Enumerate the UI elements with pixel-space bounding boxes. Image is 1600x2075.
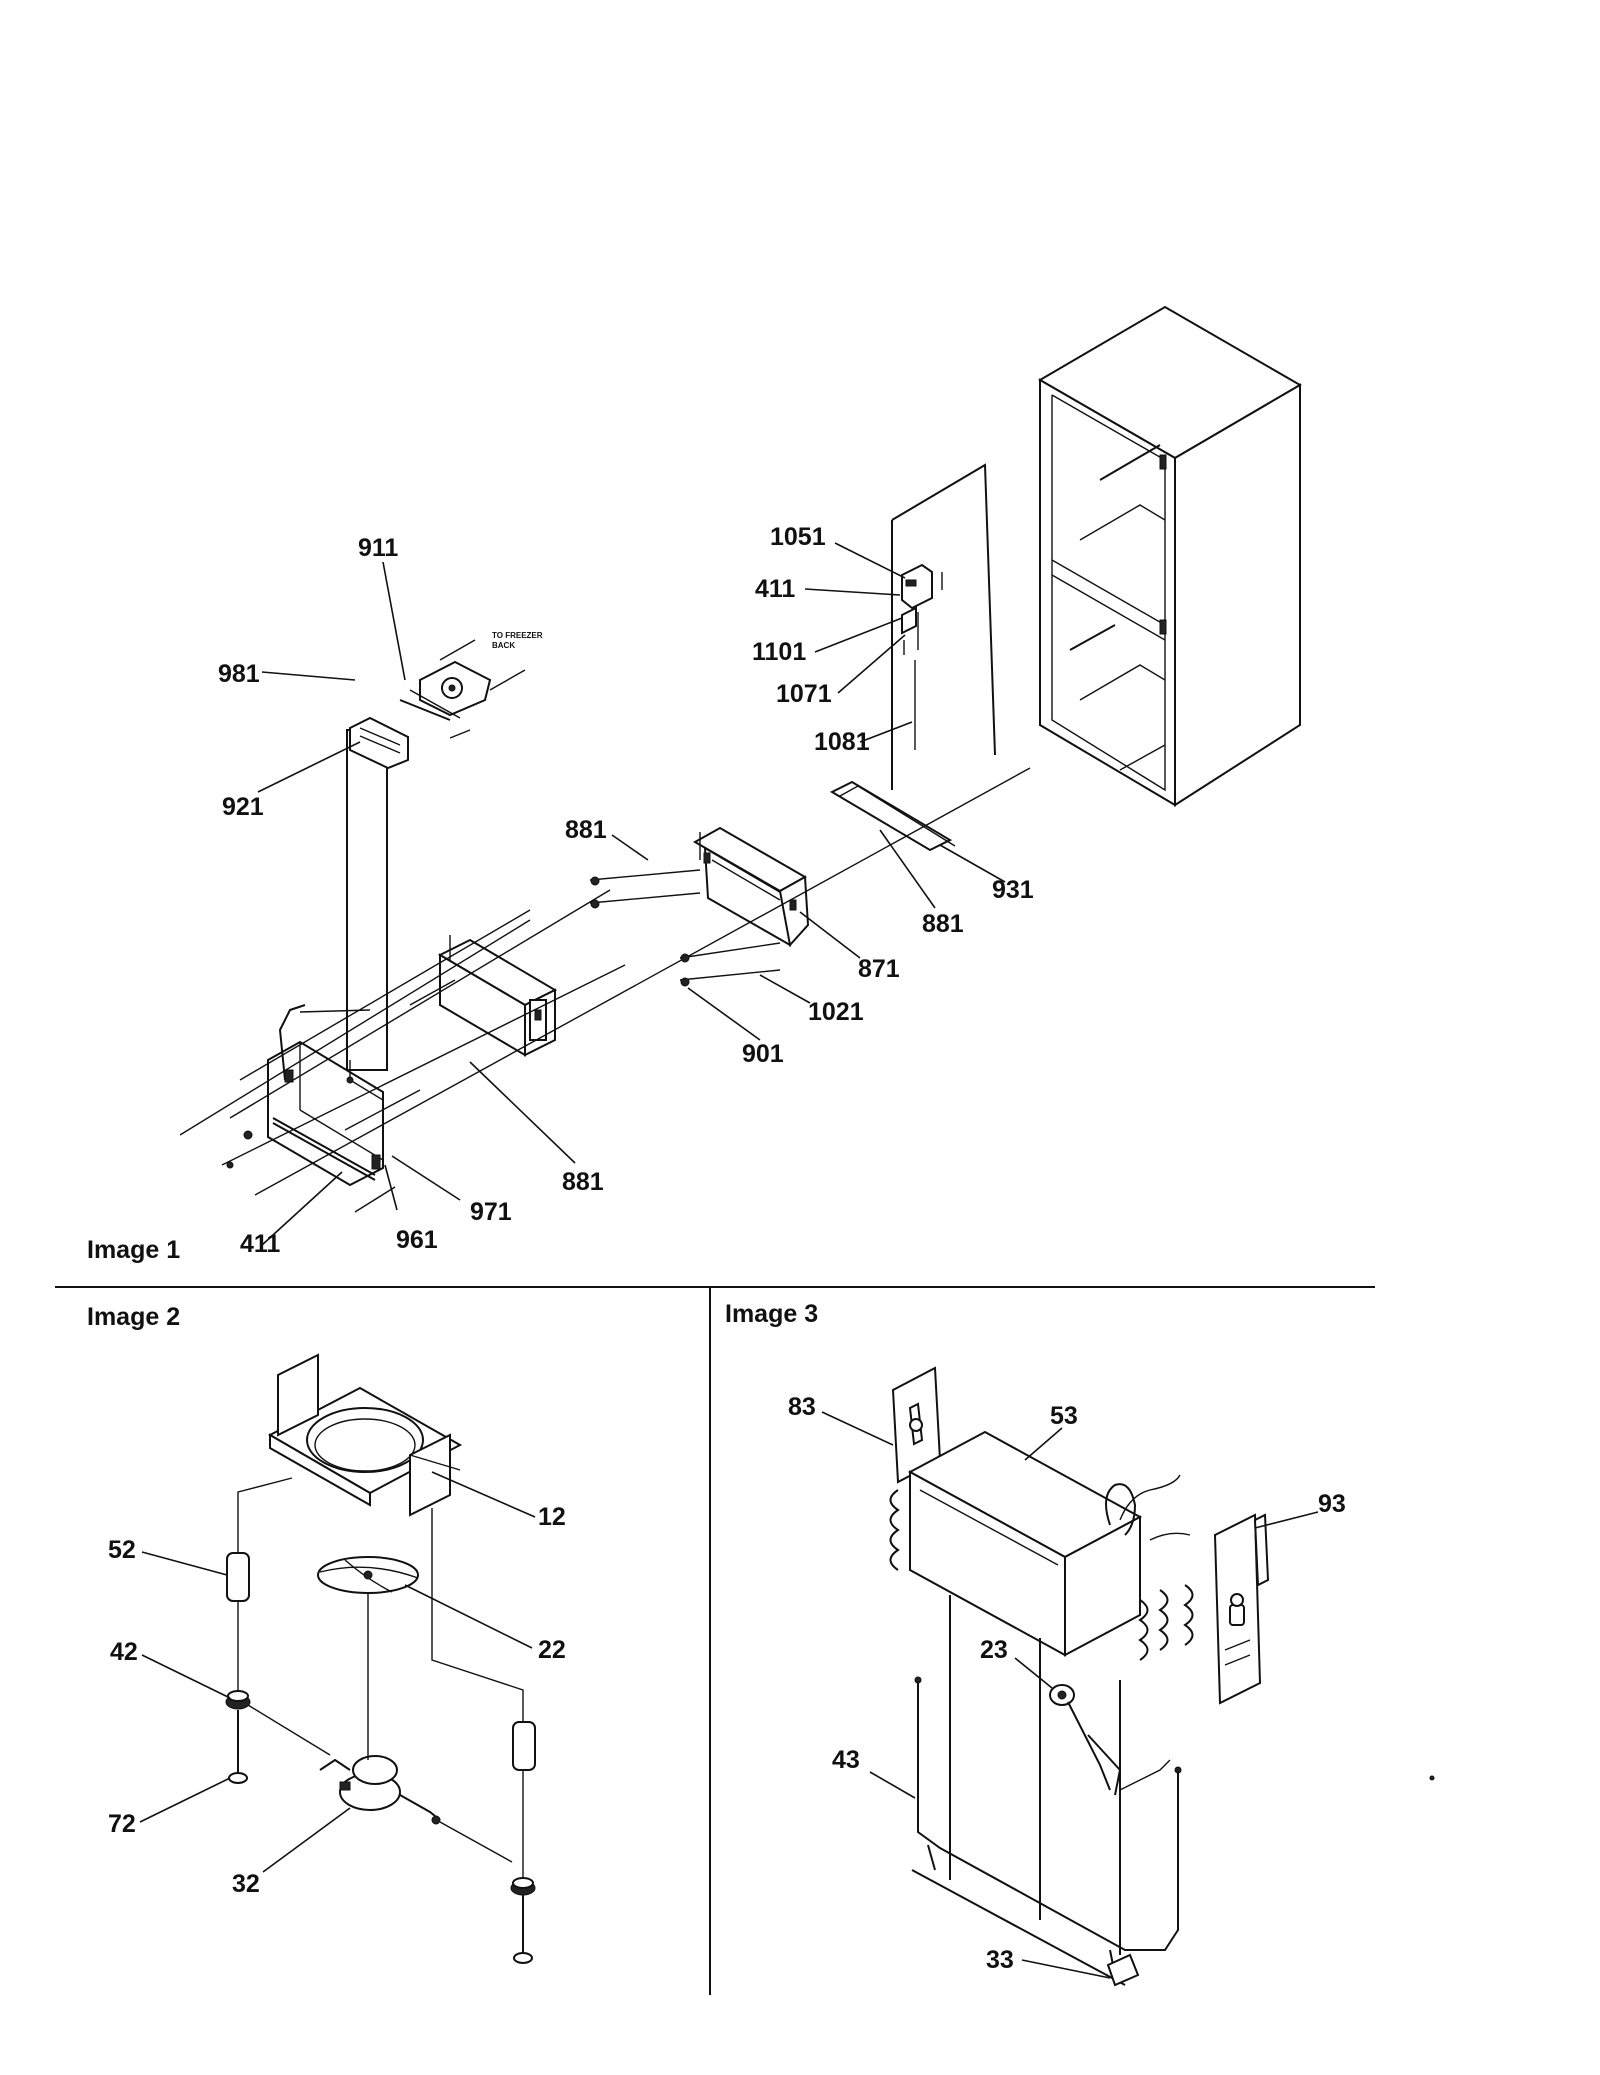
label-931: 931 — [992, 876, 1034, 904]
right-evaporator-bracket — [1213, 1513, 1270, 1705]
image2-assembly-lines — [237, 1477, 524, 1878]
label-411-top: 411 — [755, 575, 795, 603]
image1-leader-lines — [257, 542, 1006, 1246]
image2-drawing: Image 2 — [87, 1303, 566, 1964]
label-32: 32 — [232, 1870, 260, 1898]
freezer-back-note: TO FREEZER BACK — [492, 631, 543, 650]
label-33: 33 — [986, 1946, 1014, 1974]
evaporator-coil — [889, 1430, 1194, 1661]
image2-labels: 12 52 22 42 72 32 — [108, 1503, 566, 1898]
label-1051: 1051 — [770, 523, 826, 551]
label-981: 981 — [218, 660, 260, 688]
label-1081: 1081 — [814, 728, 870, 756]
image3-drawing: Image 3 — [725, 1300, 1346, 1987]
label-1101: 1101 — [752, 638, 806, 666]
defrost-heater-plate — [911, 1595, 1126, 1986]
back-panel-sheet — [891, 463, 996, 790]
panel-dividers — [55, 1286, 1375, 1995]
image1-title: Image 1 — [87, 1236, 180, 1264]
label-881-c: 881 — [562, 1168, 604, 1196]
label-43: 43 — [832, 1746, 860, 1774]
label-12: 12 — [538, 1503, 566, 1531]
label-52: 52 — [108, 1536, 136, 1564]
scan-marks — [1429, 1775, 1435, 1781]
thermostat-bracket-assembly — [901, 563, 943, 750]
image2-title: Image 2 — [87, 1303, 180, 1331]
refrigerator-cabinet — [1038, 305, 1302, 807]
image1-drawing: TO FREEZER BACK 1051 — [87, 305, 1302, 1264]
label-881-a: 881 — [565, 816, 607, 844]
fan-motor — [319, 1593, 441, 1825]
image3-labels: 83 53 93 23 43 33 — [788, 1393, 1346, 1974]
label-1071: 1071 — [776, 680, 832, 708]
label-881-b: 881 — [922, 910, 964, 938]
note-line-2: BACK — [492, 641, 515, 650]
assembly-axis-lines — [179, 767, 1031, 1213]
label-42: 42 — [110, 1638, 138, 1666]
freezer-damper-housing — [349, 639, 526, 770]
defrost-heater-wire — [914, 1676, 1182, 1987]
image3-leader-lines — [821, 1411, 1319, 1979]
label-1021: 1021 — [808, 998, 864, 1026]
drain-trough — [829, 780, 956, 852]
label-22: 22 — [538, 1636, 566, 1664]
label-72: 72 — [108, 1810, 136, 1838]
label-411-bottom: 411 — [240, 1230, 280, 1258]
label-53: 53 — [1050, 1402, 1078, 1430]
center-duct-bracket — [692, 826, 810, 948]
label-961: 961 — [396, 1226, 438, 1254]
image3-title: Image 3 — [725, 1300, 818, 1328]
label-93: 93 — [1318, 1490, 1346, 1518]
mounting-screws — [228, 1710, 533, 1964]
label-921: 921 — [222, 793, 264, 821]
label-971: 971 — [470, 1198, 512, 1226]
label-911: 911 — [358, 534, 398, 562]
fan-blade — [317, 1556, 419, 1594]
fan-shroud-bracket — [267, 1353, 463, 1517]
label-23: 23 — [980, 1636, 1008, 1664]
label-901: 901 — [742, 1040, 784, 1068]
label-871: 871 — [858, 955, 900, 983]
defrost-thermostat — [1049, 1684, 1171, 1796]
image1-labels: 1051 411 1101 1071 1081 911 981 921 881 … — [218, 523, 1034, 1258]
image2-leader-lines — [139, 1471, 536, 1873]
note-line-1: TO FREEZER — [492, 631, 543, 640]
label-83: 83 — [788, 1393, 816, 1421]
left-evaporator-bracket — [891, 1366, 942, 1484]
grommets-and-spacers — [225, 1552, 536, 1896]
